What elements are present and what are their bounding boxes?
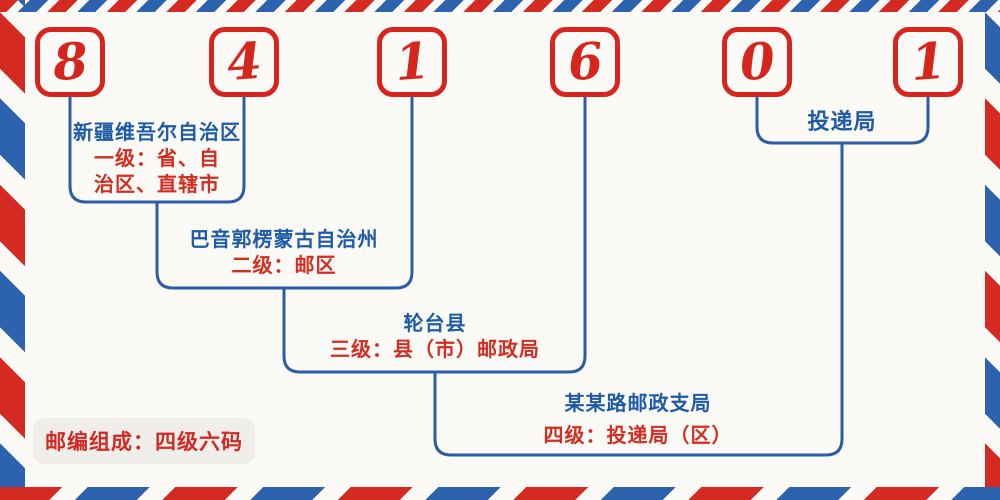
postal-digit-box-4: 6 xyxy=(550,27,620,97)
level-1-place-name: 新疆维吾尔自治区 xyxy=(73,122,241,144)
postal-digit-4: 6 xyxy=(565,30,605,93)
postal-digit-6: 1 xyxy=(908,30,948,93)
postal-digit-box-3: 1 xyxy=(377,27,447,97)
level-4-description: 四级：投递局（区） xyxy=(543,425,733,447)
annotation-level-3: 轮台县 三级：县（市）邮政局 xyxy=(330,311,540,363)
airmail-stripe-border-bottom xyxy=(0,487,1000,500)
airmail-stripe-border-top xyxy=(0,0,1000,12)
level-4-place-name: 某某路邮政支局 xyxy=(564,393,712,415)
airmail-stripe-border-left xyxy=(0,0,25,500)
level-2-place-name: 巴音郭楞蒙古自治州 xyxy=(189,229,379,251)
postal-digit-5: 0 xyxy=(737,30,777,93)
bracket-level-4 xyxy=(433,143,844,457)
level-1-description-line-2: 治区、直辖市 xyxy=(94,174,220,196)
postal-digit-2: 4 xyxy=(224,30,264,93)
annotation-level-2: 巴音郭楞蒙古自治州 二级：邮区 xyxy=(190,227,379,279)
level-3-place-name: 轮台县 xyxy=(403,313,467,335)
postal-digit-box-2: 4 xyxy=(209,27,279,97)
annotation-level-1: 新疆维吾尔自治区 一级：省、自 治区、直辖市 xyxy=(73,120,241,198)
annotation-level-4: 某某路邮政支局 四级：投递局（区） xyxy=(544,391,733,449)
annotation-delivery-office: 投递局 xyxy=(807,109,876,135)
level-3-description: 三级：县（市）邮政局 xyxy=(330,339,540,361)
delivery-office-label: 投递局 xyxy=(807,109,877,134)
postal-digit-3: 1 xyxy=(392,30,432,93)
postal-digit-box-1: 8 xyxy=(35,27,105,97)
postal-digit-box-5: 0 xyxy=(722,27,792,97)
postal-code-composition-badge: 邮编组成：四级六码 xyxy=(33,418,255,464)
bracket-delivery-office xyxy=(755,97,930,145)
postal-digit-1: 8 xyxy=(50,30,90,93)
postal-code-composition-text: 邮编组成：四级六码 xyxy=(45,431,243,454)
airmail-stripe-border-right xyxy=(985,0,1000,500)
postal-digit-box-6: 1 xyxy=(893,27,963,97)
level-1-description-line-1: 一级：省、自 xyxy=(94,148,220,170)
level-2-description: 二级：邮区 xyxy=(231,255,337,277)
